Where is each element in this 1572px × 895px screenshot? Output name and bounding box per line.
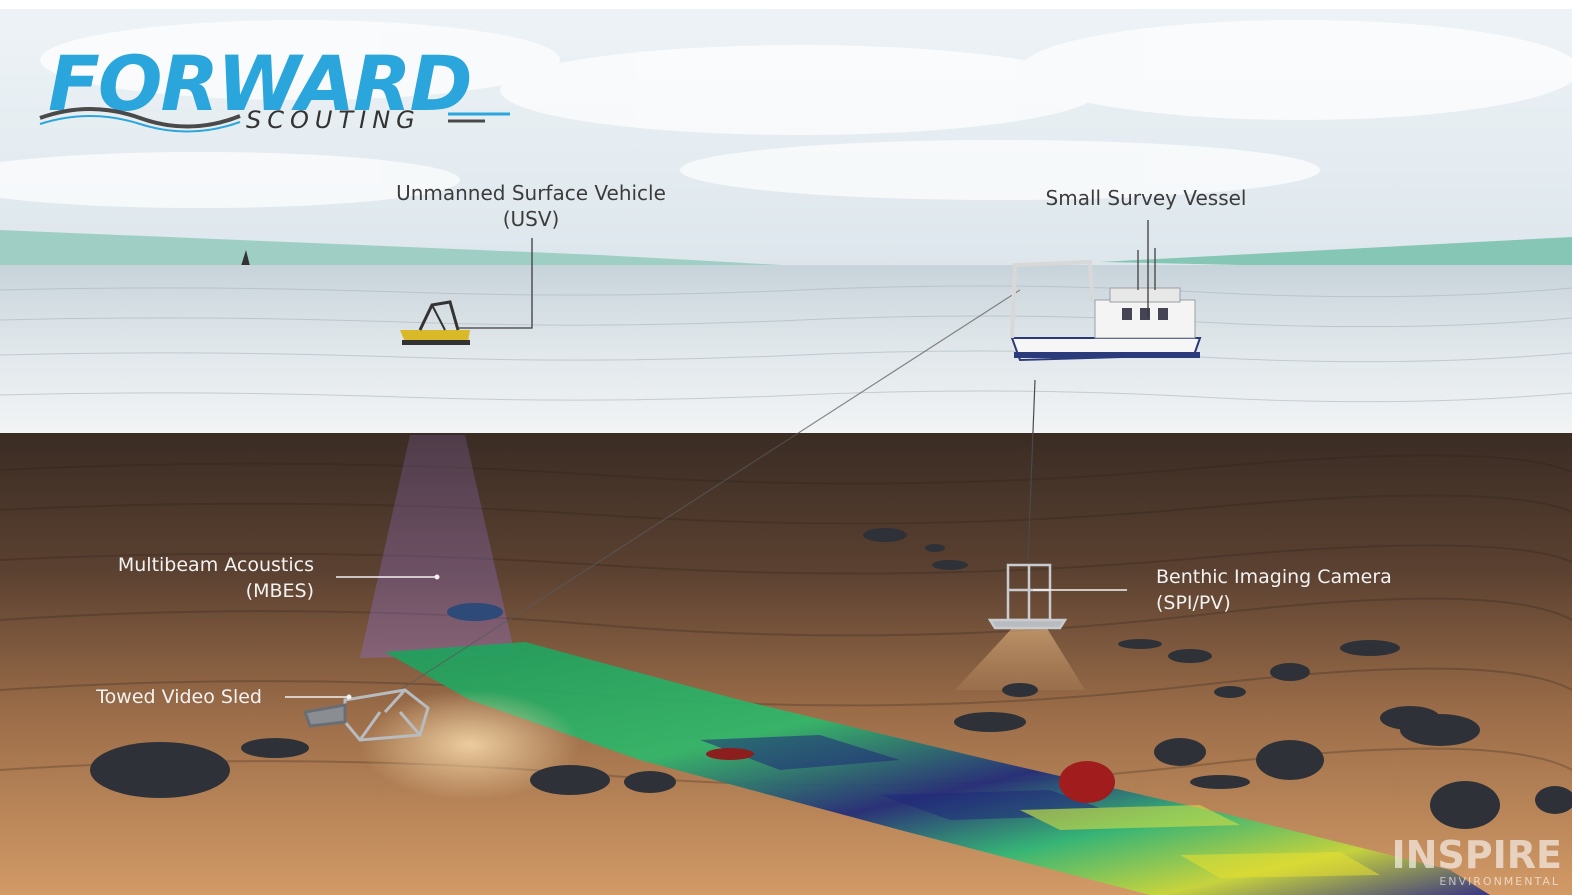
shoreline-left (0, 230, 800, 268)
logo-wave (39, 107, 241, 129)
towed-video-sled (302, 688, 430, 742)
callout-lines (285, 220, 1149, 700)
multibeam-swath (385, 642, 1490, 895)
inspire-watermark: INSPIRE ENVIRONMENTAL (1391, 833, 1562, 888)
clouds (0, 20, 1572, 208)
sled-label: Towed Video Sled (95, 686, 262, 708)
survey-vessel (1010, 248, 1202, 362)
watermark-name: INSPIRE (1391, 833, 1562, 877)
rocks (90, 528, 1572, 829)
camera-cable (1027, 379, 1036, 561)
seafloor (0, 433, 1572, 895)
usv-label-abbrev: (USV) (503, 207, 560, 231)
shoreline-right (1100, 237, 1572, 272)
camera-label-abbrev: (SPI/PV) (1156, 592, 1231, 614)
sand-ripples (0, 454, 1572, 787)
sled-light (360, 690, 580, 800)
red-sponge (1059, 761, 1115, 803)
multibeam-beam (360, 435, 515, 658)
sailboat (241, 250, 250, 266)
usv-label: Unmanned Surface Vehicle (396, 181, 666, 205)
mbes-label-abbrev: (MBES) (246, 580, 314, 602)
usv-boat (400, 300, 470, 345)
tow-cable (399, 289, 1021, 691)
camera-label: Benthic Imaging Camera (1156, 566, 1392, 588)
sea-surface (0, 265, 1572, 435)
mbes-label: Multibeam Acoustics (118, 554, 314, 576)
forward-scouting-logo: FORWARD SCOUTING (39, 39, 510, 134)
benthic-camera-frame (987, 563, 1068, 630)
waves (0, 285, 1572, 403)
swath-bands (700, 735, 1380, 878)
red-coral (706, 748, 754, 760)
logo-subtitle: SCOUTING (246, 106, 421, 134)
blue-rock (447, 603, 503, 621)
vessel-label: Small Survey Vessel (1046, 186, 1247, 210)
camera-light-cone (955, 625, 1085, 690)
watermark-sub: ENVIRONMENTAL (1439, 875, 1560, 888)
